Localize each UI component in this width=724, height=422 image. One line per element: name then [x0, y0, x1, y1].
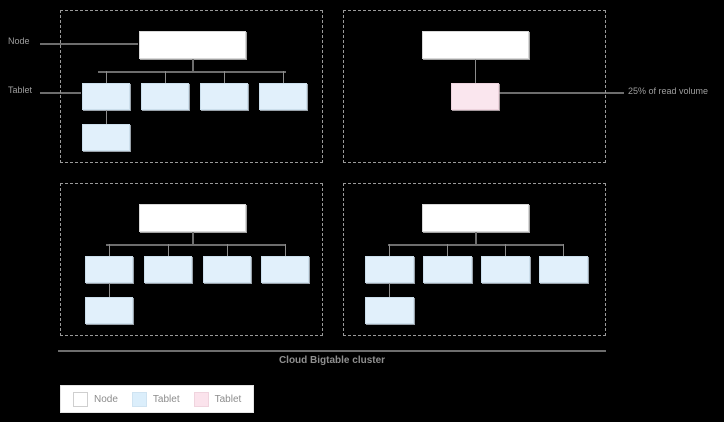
legend-label-tablet-hot: Tablet — [214, 393, 242, 405]
legend-label-node: Node — [94, 393, 118, 405]
tablet-box — [85, 297, 133, 324]
node-box — [139, 31, 246, 59]
tablet-swatch-icon — [131, 391, 147, 407]
legend: Node Tablet Tablet — [60, 385, 255, 413]
tablet-drop-line — [227, 244, 228, 256]
legend-item-tablet: Tablet — [131, 391, 180, 407]
tablet-drop-line — [106, 71, 107, 83]
node-trunk-line — [475, 232, 477, 244]
quadrant-bottom-left — [60, 183, 323, 336]
node-box — [422, 204, 529, 232]
tablet-drop-line — [389, 244, 390, 256]
tablet-drop-line — [563, 244, 564, 256]
tablet-hot-swatch-icon — [193, 391, 209, 407]
tablet-drop-line — [109, 244, 110, 256]
legend-item-node: Node — [73, 391, 118, 407]
tablet-box — [82, 124, 130, 151]
tablet-box — [365, 256, 414, 283]
legend-item-tablet-hot: Tablet — [193, 391, 242, 407]
tablet-drop-line — [283, 71, 284, 83]
node-label: Node — [8, 36, 30, 46]
node-box — [139, 204, 246, 232]
tablet-drop-line — [165, 71, 166, 83]
tablet-box — [365, 297, 414, 324]
node-box — [422, 31, 529, 59]
cluster-divider — [58, 350, 606, 352]
tablet-drop-line — [224, 71, 225, 83]
node-trunk-line — [192, 59, 194, 71]
tablet-drop-line — [168, 244, 169, 256]
tablet-box — [539, 256, 588, 283]
tablet-drop-line — [505, 244, 506, 256]
tablet-box — [203, 256, 251, 283]
tablet-bus-line — [388, 244, 564, 246]
quadrant-top-left — [60, 10, 323, 163]
tablet-box — [82, 83, 130, 110]
tablet-box — [261, 256, 309, 283]
node-swatch-icon — [73, 391, 88, 407]
tablet-box — [141, 83, 189, 110]
tablet-drop-line — [285, 244, 286, 256]
tablet-bus-line — [98, 71, 286, 73]
node-leader-line — [40, 43, 138, 45]
read-volume-label: 25% of read volume — [628, 86, 709, 96]
tablet-box — [259, 83, 307, 110]
hot-tablet-drop-line — [475, 59, 476, 83]
sub-tablet-drop-line — [106, 110, 107, 124]
quadrant-bottom-right — [343, 183, 606, 336]
tablet-box — [144, 256, 192, 283]
tablet-box — [423, 256, 472, 283]
read-volume-leader-line — [498, 92, 624, 94]
tablet-bus-line — [106, 244, 286, 246]
sub-tablet-drop-line — [109, 283, 110, 297]
node-trunk-line — [192, 232, 194, 244]
legend-label-tablet: Tablet — [152, 393, 180, 405]
tablet-label: Tablet — [8, 85, 33, 95]
quadrant-top-right — [343, 10, 606, 163]
tablet-box — [481, 256, 530, 283]
cluster-caption: Cloud Bigtable cluster — [278, 355, 386, 366]
sub-tablet-drop-line — [389, 283, 390, 297]
tablet-drop-line — [447, 244, 448, 256]
tablet-hot-box — [451, 83, 499, 110]
tablet-box — [200, 83, 248, 110]
tablet-box — [85, 256, 133, 283]
